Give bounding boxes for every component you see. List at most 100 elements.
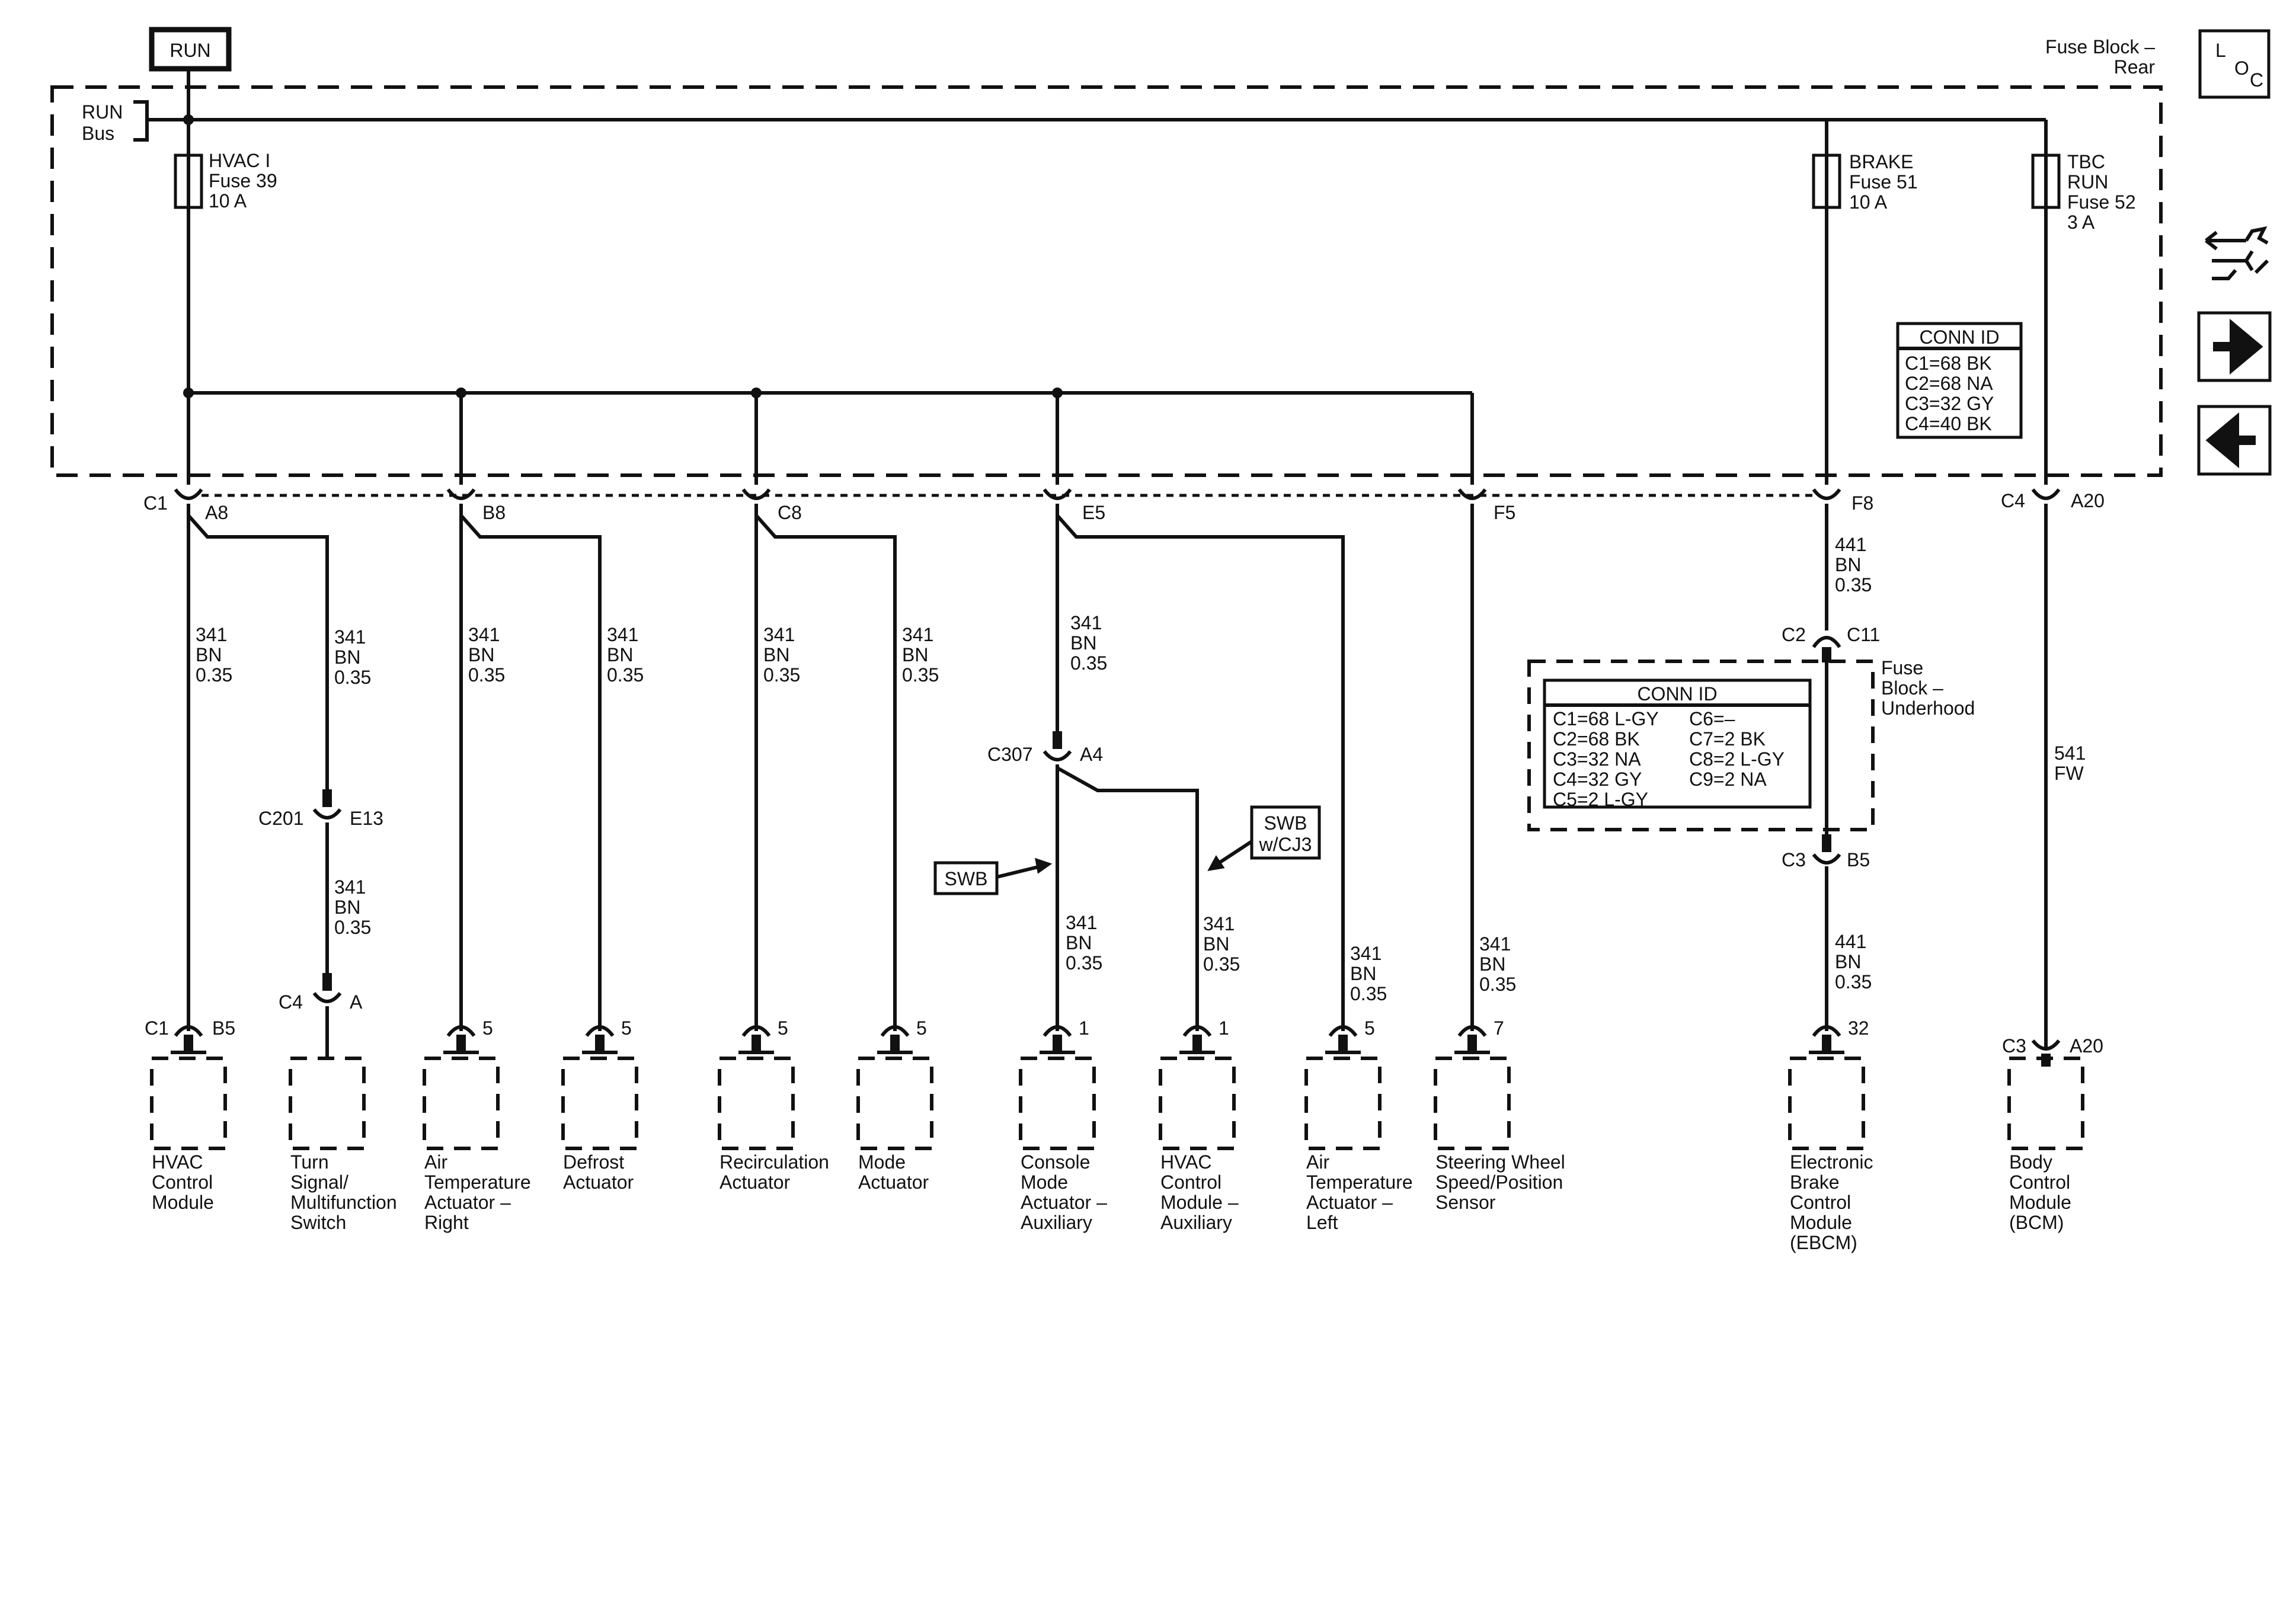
wire-label-1: 341 BN 0.35 [196, 624, 232, 686]
svg-text:BN: BN [763, 644, 789, 665]
svg-text:C2=68 NA: C2=68 NA [1905, 373, 1993, 394]
svg-text:C11: C11 [1847, 624, 1880, 645]
lower-wires [187, 504, 2048, 1057]
svg-text:C3=32 NA: C3=32 NA [1553, 748, 1641, 770]
svg-text:BN: BN [468, 644, 494, 665]
wire-label-5: 341 BN 0.35 [607, 624, 644, 686]
svg-text:BN: BN [1350, 963, 1376, 984]
schematic-icon[interactable] [2205, 226, 2269, 280]
component-label: Auxiliary [1021, 1212, 1092, 1233]
svg-text:341: 341 [763, 624, 795, 645]
component-pin: 5 [621, 1017, 632, 1039]
component-label: Turn [290, 1151, 329, 1173]
svg-text:341: 341 [1066, 912, 1097, 933]
component-label: Module [152, 1192, 214, 1213]
fuse-block-underhood-outline [1527, 660, 1875, 831]
wire-label-7: 341 BN 0.35 [902, 624, 939, 686]
fuse-block-underhood-label-2: Block – [1881, 677, 1943, 699]
component-label: Body [2009, 1151, 2052, 1173]
svg-text:BN: BN [1835, 951, 1861, 972]
wire-label-3: 341 BN 0.35 [334, 876, 371, 938]
svg-text:CONN ID: CONN ID [1919, 327, 1999, 348]
component-pin: A20 [2070, 1035, 2103, 1057]
svg-text:HVAC I: HVAC I [209, 150, 270, 171]
conn-id-table-rear: CONN ID C1=68 BK C2=68 NA C3=32 GY C4=40… [1896, 322, 2023, 439]
svg-text:341: 341 [468, 624, 500, 645]
svg-text:C7=2 BK: C7=2 BK [1689, 728, 1766, 750]
back-arrow-icon[interactable] [2197, 405, 2272, 476]
svg-text:B5: B5 [1847, 849, 1870, 870]
fuse-block-underhood-label-3: Underhood [1881, 697, 1975, 719]
svg-text:C4: C4 [279, 991, 303, 1013]
svg-text:0.35: 0.35 [1835, 574, 1872, 596]
component-pin: B5 [212, 1017, 235, 1039]
component-label: HVAC [1160, 1151, 1212, 1173]
svg-text:C: C [2250, 69, 2263, 91]
connector-c307: C307 A4 [987, 731, 1103, 765]
loc-icon[interactable]: L O C [2198, 29, 2271, 99]
svg-text:Fuse 39: Fuse 39 [209, 170, 277, 191]
component-label: Temperature [1306, 1172, 1413, 1193]
svg-text:BN: BN [902, 644, 928, 665]
svg-text:C1=68 L-GY: C1=68 L-GY [1553, 708, 1659, 729]
wire-label-2: 341 BN 0.35 [334, 626, 371, 688]
svg-text:0.35: 0.35 [763, 664, 800, 686]
svg-text:0.35: 0.35 [334, 667, 371, 688]
component-label: Mode [1021, 1172, 1068, 1193]
pin-c4: C4 [2001, 490, 2025, 511]
svg-text:BN: BN [607, 644, 633, 665]
svg-text:C8=2 L-GY: C8=2 L-GY [1689, 748, 1785, 770]
component-label: Actuator – [424, 1192, 511, 1213]
svg-text:441: 441 [1835, 534, 1866, 555]
next-arrow-icon[interactable] [2197, 311, 2272, 382]
component-label: Air [424, 1151, 447, 1173]
svg-text:441: 441 [1835, 931, 1866, 952]
svg-text:SWB: SWB [945, 868, 988, 889]
component-pin: 32 [1848, 1017, 1869, 1039]
svg-text:FW: FW [2054, 763, 2084, 784]
svg-text:A: A [350, 991, 363, 1013]
svg-text:BN: BN [1835, 554, 1861, 575]
pin-b8: B8 [482, 502, 506, 523]
svg-text:341: 341 [334, 626, 366, 648]
pin-a8: A8 [205, 502, 228, 523]
component-pin: 5 [916, 1017, 927, 1039]
svg-text:C6=–: C6=– [1689, 708, 1735, 729]
component-label: Speed/Position [1435, 1172, 1563, 1193]
component-label: Switch [290, 1212, 346, 1233]
svg-text:C201: C201 [258, 808, 304, 829]
svg-text:RUN: RUN [2067, 171, 2108, 193]
svg-text:541: 541 [2054, 742, 2086, 764]
run-label-box: RUN [149, 27, 232, 72]
fuse-39: HVAC I Fuse 39 10 A [174, 150, 277, 212]
svg-text:341: 341 [1203, 913, 1235, 934]
svg-text:BN: BN [1479, 953, 1505, 975]
component-label: Multifunction [290, 1192, 397, 1213]
svg-text:BN: BN [1203, 933, 1229, 955]
fuse-block-underhood-label-1: Fuse [1881, 657, 1923, 678]
component-label: Sensor [1435, 1192, 1496, 1213]
svg-text:C1=68 BK: C1=68 BK [1905, 353, 1992, 374]
svg-text:O: O [2234, 57, 2249, 79]
fuse-block-rear-label-1: Fuse Block – [2045, 36, 2155, 57]
component-pin: C1 [145, 1017, 169, 1039]
component-label: Signal/ [290, 1172, 348, 1193]
run-bus-label-1: RUN [82, 101, 123, 123]
wire-label-441-b: 441 BN 0.35 [1835, 931, 1872, 993]
component-label: Module [2009, 1192, 2071, 1213]
component-label: HVAC [152, 1151, 203, 1173]
svg-text:BN: BN [196, 644, 222, 665]
fuse-51: BRAKE Fuse 51 10 A [1812, 151, 1918, 213]
svg-text:C3: C3 [1782, 849, 1806, 870]
component-label: Left [1306, 1212, 1338, 1233]
wire-label-11: 341 BN 0.35 [1350, 943, 1387, 1004]
wire-label-12: 341 BN 0.35 [1479, 933, 1516, 995]
svg-text:BN: BN [334, 897, 360, 918]
component-pin: C3 [2002, 1035, 2026, 1057]
svg-text:Fuse 51: Fuse 51 [1849, 171, 1918, 193]
